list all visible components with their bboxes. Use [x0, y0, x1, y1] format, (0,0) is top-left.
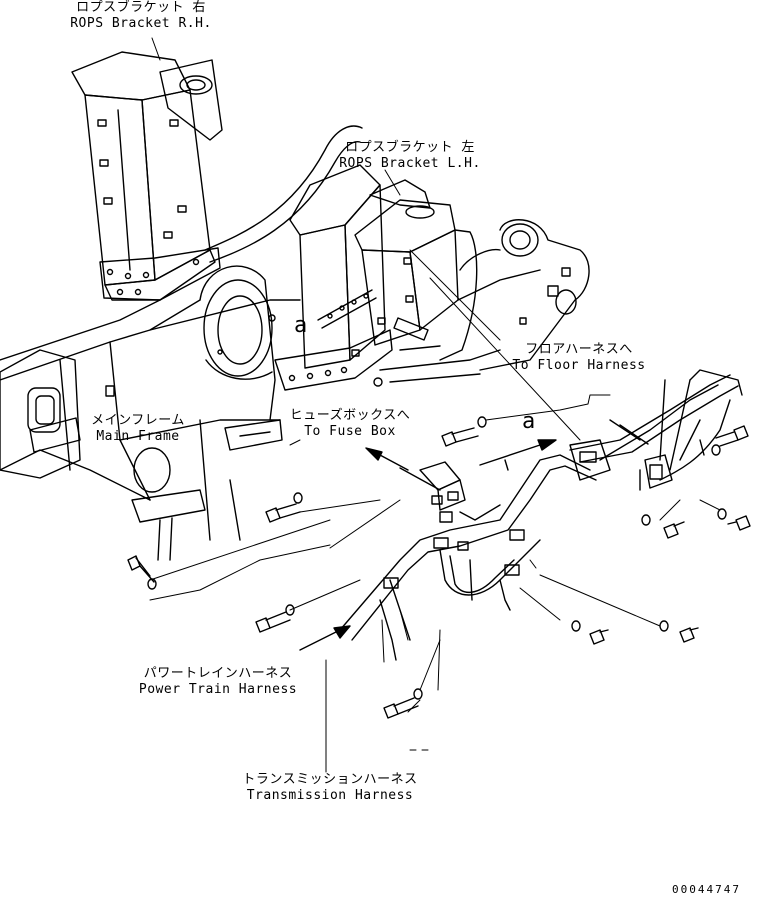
- washer-9: [572, 621, 580, 631]
- washer-10: [660, 621, 668, 631]
- label-rops-lh-en: ROPS Bracket L.H.: [339, 156, 481, 171]
- bolt-3: [128, 556, 154, 582]
- label-fuse-box-en: To Fuse Box: [304, 424, 396, 439]
- label-transmission-jp: トランスミッションハーネス: [242, 772, 418, 787]
- washer-2: [294, 493, 302, 503]
- direction-arrows: [300, 440, 556, 650]
- label-rops-bracket-rh: ロプスブラケット 右 ROPS Bracket R.H.: [56, 0, 226, 32]
- label-rops-rh-jp: ロプスブラケット 右: [76, 0, 206, 15]
- harness-routing-drawing: [340, 370, 742, 660]
- label-main-frame-en: Main Frame: [96, 429, 180, 444]
- label-to-floor-harness: フロアハーネスへ To Floor Harness: [504, 342, 654, 374]
- leader-lines: [150, 38, 720, 772]
- washer-5: [414, 689, 422, 699]
- bolt-4: [256, 612, 290, 632]
- label-rops-lh-jp: ロプスブラケット 左: [345, 140, 475, 155]
- bolt-1: [442, 428, 478, 446]
- bolt-8: [728, 516, 750, 530]
- marker-a-right: a: [522, 409, 536, 434]
- bolt-7: [664, 522, 684, 538]
- document-number: 00044747: [672, 883, 741, 896]
- main-frame-drawing: [0, 126, 362, 560]
- label-transmission-en: Transmission Harness: [246, 788, 414, 803]
- rops-bracket-lh-drawing: [275, 165, 458, 390]
- label-fuse-box-jp: ヒューズボックスへ: [289, 408, 411, 423]
- washer-8: [718, 509, 726, 519]
- bolt-2: [266, 504, 300, 522]
- label-power-train-harness: パワートレインハーネス Power Train Harness: [128, 666, 308, 698]
- label-rops-rh-en: ROPS Bracket R.H.: [70, 16, 212, 31]
- label-power-train-en: Power Train Harness: [138, 682, 298, 697]
- label-floor-harness-en: To Floor Harness: [512, 358, 646, 373]
- marker-a-left: a: [294, 313, 308, 338]
- label-power-train-jp: パワートレインハーネス: [143, 666, 293, 681]
- label-main-frame: メインフレーム Main Frame: [78, 413, 198, 445]
- rops-bracket-rh-drawing: [72, 52, 222, 300]
- label-main-frame-jp: メインフレーム: [91, 413, 185, 428]
- washer-7: [642, 515, 650, 525]
- bolt-6: [716, 426, 748, 446]
- bolt-10: [680, 628, 698, 642]
- label-rops-bracket-lh: ロプスブラケット 左 ROPS Bracket L.H.: [320, 140, 500, 172]
- label-transmission-harness: トランスミッションハーネス Transmission Harness: [230, 772, 430, 804]
- washer-1: [478, 417, 486, 427]
- label-to-fuse-box: ヒューズボックスへ To Fuse Box: [280, 408, 420, 440]
- bolt-9: [590, 630, 608, 644]
- label-floor-harness-jp: フロアハーネスへ: [525, 342, 633, 357]
- washer-6: [712, 445, 720, 455]
- bolt-5: [384, 698, 418, 718]
- washer-4: [286, 605, 294, 615]
- loader-arm-mount-drawing: [380, 220, 589, 382]
